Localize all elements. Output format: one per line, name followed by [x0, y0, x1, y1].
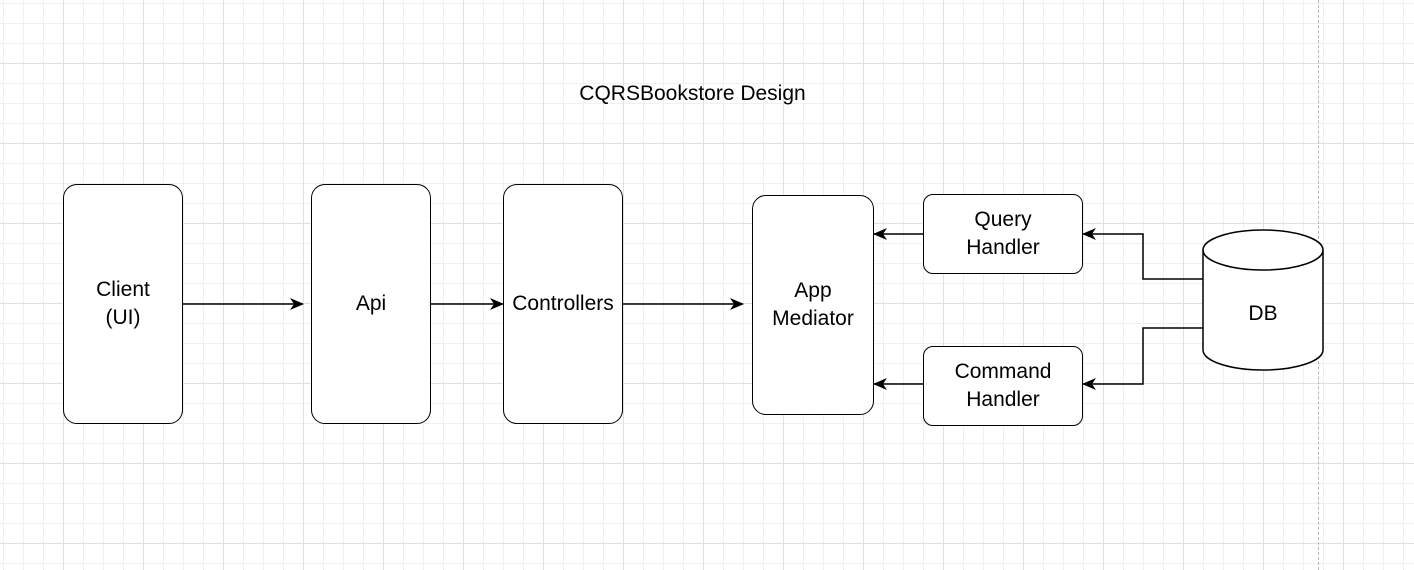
api-label: Api — [355, 292, 387, 315]
command-handler-label: Command Handler — [954, 360, 1052, 411]
edge-db-query — [1082, 228, 1203, 280]
controllers-label: Controllers — [512, 292, 614, 315]
app-mediator-node[interactable]: App Mediator — [752, 195, 874, 415]
diagram-title: CQRSBookstore Design — [579, 82, 806, 105]
db-cylinder-shape[interactable] — [1202, 229, 1324, 371]
client-ui-node[interactable]: Client (UI) — [63, 184, 183, 424]
app-mediator-label: App Mediator — [772, 279, 854, 330]
edge-db-command — [1082, 327, 1203, 390]
command-handler-node[interactable]: Command Handler — [923, 346, 1083, 426]
api-node[interactable]: Api — [311, 184, 431, 424]
controllers-node[interactable]: Controllers — [503, 184, 623, 424]
client-ui-label: Client (UI) — [96, 278, 150, 329]
query-handler-node[interactable]: Query Handler — [923, 194, 1083, 274]
query-handler-label: Query Handler — [966, 208, 1040, 259]
